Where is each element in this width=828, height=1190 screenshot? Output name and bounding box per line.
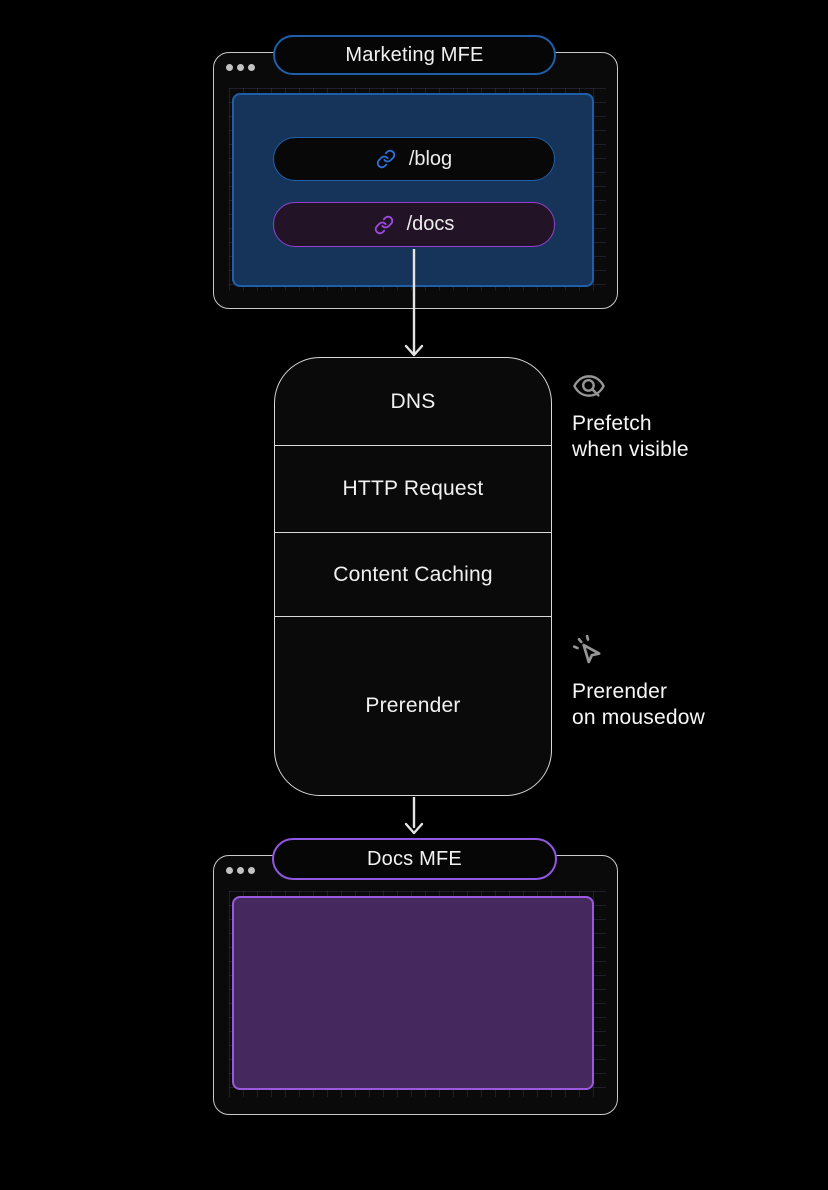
link-icon	[376, 149, 396, 169]
stage-label: Content Caching	[333, 562, 493, 586]
stage-prerender: Prerender	[275, 616, 551, 794]
annotation-line: Prefetch	[572, 412, 652, 435]
prefetch-visibility-icon	[570, 369, 689, 403]
prerender-annotation: Prerender on mousedow	[570, 632, 705, 731]
stage-content-caching: Content Caching	[275, 532, 551, 616]
route-label: /docs	[406, 213, 455, 235]
flow-arrow-to-docs	[404, 797, 424, 835]
tab-label: Marketing MFE	[345, 43, 484, 66]
window-controls	[226, 867, 255, 874]
stage-label: DNS	[390, 389, 436, 413]
flow-arrow-to-pipeline	[404, 249, 424, 357]
annotation-line: when visible	[572, 438, 689, 461]
stage-label: Prerender	[365, 693, 461, 717]
window-dot-icon	[226, 64, 233, 71]
link-icon	[374, 215, 394, 235]
stage-label: HTTP Request	[342, 477, 484, 500]
window-dot-icon	[226, 867, 233, 874]
window-controls	[226, 64, 255, 71]
annotation-line: Prerender	[572, 680, 668, 703]
cursor-click-icon	[570, 632, 705, 672]
stage-http-request: HTTP Request	[275, 445, 551, 532]
prefetch-annotation: Prefetch when visible	[570, 369, 689, 463]
docs-content-panel	[232, 896, 594, 1090]
docs-tab[interactable]: Docs MFE	[272, 838, 557, 880]
annotation-text: Prerender on mousedow	[572, 679, 705, 731]
window-dot-icon	[248, 867, 255, 874]
window-dot-icon	[237, 64, 244, 71]
blog-route-button[interactable]: /blog	[273, 137, 555, 181]
navigation-pipeline: DNS HTTP Request Content Caching Prerend…	[274, 357, 552, 796]
window-dot-icon	[248, 64, 255, 71]
docs-route-button[interactable]: /docs	[273, 202, 555, 247]
tab-label: Docs MFE	[367, 847, 462, 870]
docs-mfe-window	[213, 855, 618, 1115]
annotation-text: Prefetch when visible	[572, 411, 689, 463]
window-dot-icon	[237, 867, 244, 874]
marketing-tab[interactable]: Marketing MFE	[273, 35, 556, 75]
annotation-line: on mousedow	[572, 706, 705, 729]
route-label: /blog	[408, 147, 453, 170]
stage-dns: DNS	[275, 358, 551, 445]
